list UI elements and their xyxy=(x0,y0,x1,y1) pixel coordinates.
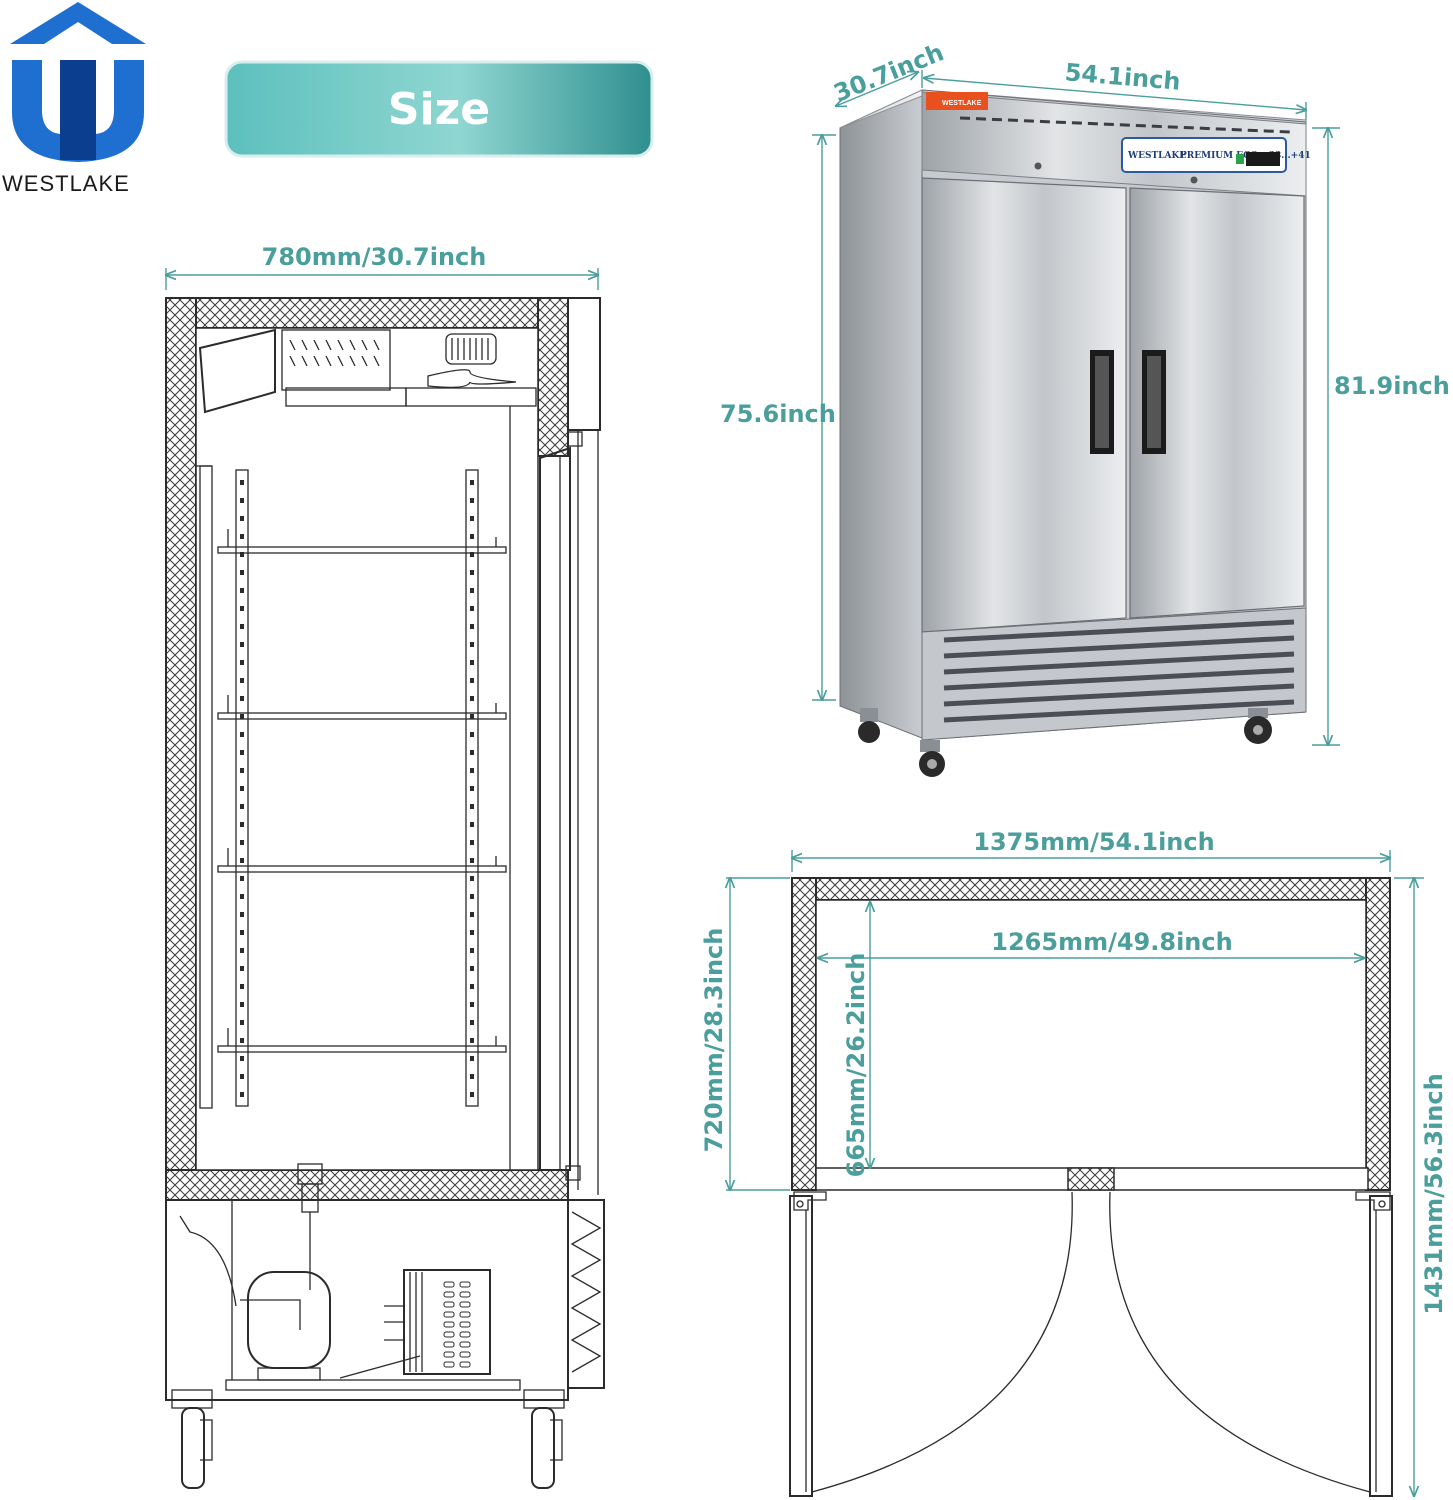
plan-depth-doors-open-label: 1431mm/56.3inch xyxy=(1420,1073,1448,1314)
door-swing-left xyxy=(789,1191,1073,1497)
shelf-rail-right xyxy=(465,469,479,1107)
compressor-icon xyxy=(179,1212,331,1381)
svg-text:WESTLAKE: WESTLAKE xyxy=(2,171,130,196)
top-width-label: 54.1inch xyxy=(1064,58,1182,96)
side-section-drawing: 780mm/30.7inch xyxy=(166,243,605,1489)
plan-inner-depth-label: 665mm/26.2inch xyxy=(842,953,870,1178)
product-photo: WESTLAKE WESTLAKE PREMIUM ECO +33...+41 xyxy=(720,38,1450,777)
shelf-rail-left xyxy=(235,469,249,1107)
total-height-label: 81.9inch xyxy=(1334,372,1450,400)
westlake-logo: WESTLAKE xyxy=(2,2,146,196)
door-right xyxy=(1129,187,1305,619)
photo-caster-icons xyxy=(858,708,1272,777)
door-left xyxy=(921,177,1127,633)
control-panel xyxy=(1121,137,1287,173)
side-width-label: 780mm/30.7inch xyxy=(262,243,487,271)
plan-outer-depth-label: 720mm/28.3inch xyxy=(700,928,728,1153)
logo-text-west: WEST xyxy=(2,171,70,196)
plan-outer-width-label: 1375mm/54.1inch xyxy=(973,828,1214,856)
brand-badge-text: WESTLAKE xyxy=(942,100,982,107)
size-banner: Size xyxy=(224,60,654,158)
size-banner-label: Size xyxy=(388,84,490,135)
caster-left-icon xyxy=(171,1389,213,1489)
plan-inner-width-label: 1265mm/49.8inch xyxy=(991,928,1232,956)
logo-roof-icon xyxy=(10,2,146,44)
door-swing-right xyxy=(1109,1191,1393,1497)
control-panel-brand: WESTLAKE xyxy=(1127,151,1186,161)
door-height-label: 75.6inch xyxy=(720,400,836,428)
caster-right-icon xyxy=(523,1389,565,1489)
logo-text-lake: LAKE xyxy=(70,171,130,196)
condenser-icon xyxy=(339,1269,491,1379)
plan-view-drawing: 1375mm/54.1inch 1265mm/49.8inch 720mm/28… xyxy=(700,828,1448,1496)
shelves xyxy=(217,529,507,1053)
control-panel-text: PREMIUM ECO +33...+41 xyxy=(1180,151,1311,161)
